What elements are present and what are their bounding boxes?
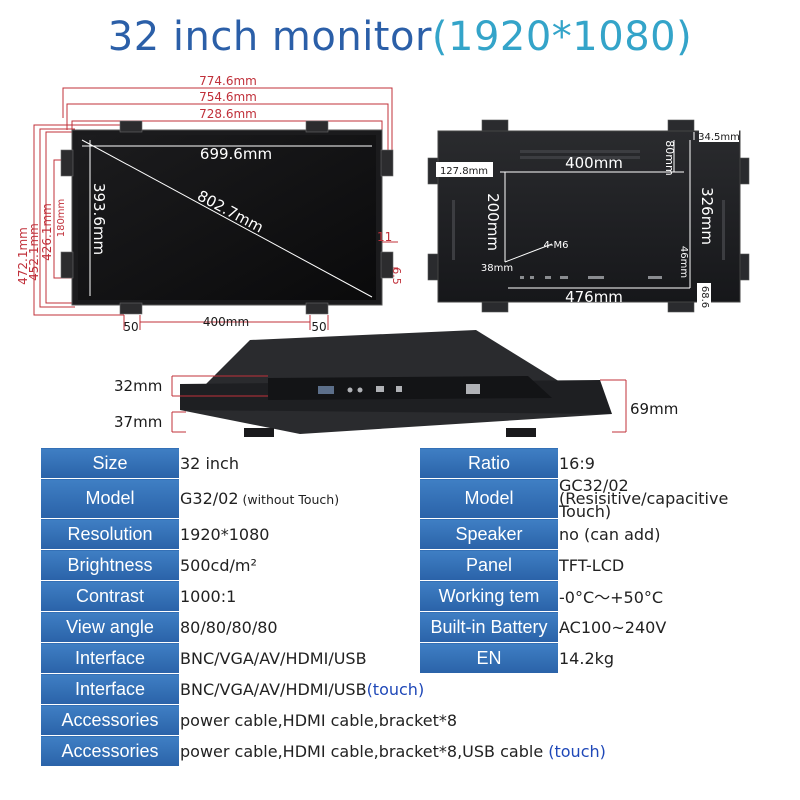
spec-label: Ratio <box>419 447 559 479</box>
touch-model-number: GC32/02 <box>559 476 629 495</box>
spec-label: Accessories <box>40 704 180 736</box>
screen-width: 699.6mm <box>200 145 272 163</box>
spec-value: 80/80/80/80 <box>179 611 411 643</box>
spec-label: Model <box>40 478 180 519</box>
spec-label: Speaker <box>419 518 559 550</box>
bottom-dim-right: 50 <box>311 320 326 334</box>
front-height-180: 180mm <box>56 199 67 238</box>
title-resolution: (1920*1080) <box>431 14 693 60</box>
spec-value: -0°C～+50°C <box>558 580 763 612</box>
side-dim-32: 32mm <box>114 377 162 395</box>
back-68-dim: 68.6 <box>699 286 710 308</box>
spec-value-wide: power cable,HDMI cable,bracket*8,USB cab… <box>179 735 763 767</box>
column-gap <box>410 642 420 674</box>
table-row: Accessories power cable,HDMI cable,brack… <box>40 735 763 767</box>
spec-table: Size 32 inch Ratio 16:9 Model G32/02 (wi… <box>40 447 763 767</box>
table-row: Contrast 1000:1 Working tem -0°C～+50°C <box>40 580 763 612</box>
spec-label: Built-in Battery <box>419 611 559 643</box>
table-row: Size 32 inch Ratio 16:9 <box>40 447 763 479</box>
spec-label: Resolution <box>40 518 180 550</box>
screw-spec: 4-M6 <box>544 240 569 251</box>
spec-value: 16:9 <box>558 447 763 479</box>
spec-label: Brightness <box>40 549 180 581</box>
side-dim-37: 37mm <box>114 413 162 431</box>
title-main: 32 inch monitor <box>107 14 432 60</box>
spec-label: EN <box>419 642 559 674</box>
spec-value: GC32/02(Resisitive/capacitive Touch) <box>558 476 763 521</box>
spec-value: BNC/VGA/AV/HDMI/USB <box>179 642 411 674</box>
model-number: G32/02 <box>180 489 239 508</box>
spec-value: 500cd/m² <box>179 549 411 581</box>
spec-label: Accessories <box>40 735 180 767</box>
accessories-list: power cable,HDMI cable,bracket*8,USB cab… <box>180 741 549 761</box>
back-height-dim: 326mm <box>698 187 716 245</box>
page-title: 32 inch monitor(1920*1080) <box>0 14 800 60</box>
front-width-774: 774.6mm <box>199 74 257 88</box>
table-row: View angle 80/80/80/80 Built-in Battery … <box>40 611 763 643</box>
column-gap <box>410 580 420 612</box>
vesa-width: 400mm <box>565 154 623 172</box>
touch-model-note: (Resisitive/capacitive Touch) <box>559 489 729 521</box>
column-gap <box>410 518 420 550</box>
back-edge-dim: 34.5mm <box>698 132 740 143</box>
spec-value: 1000:1 <box>179 580 411 612</box>
front-width-754: 754.6mm <box>199 90 257 104</box>
spec-value: 32 inch <box>179 447 411 479</box>
spec-label: Contrast <box>40 580 180 612</box>
front-width-728: 728.6mm <box>199 107 257 121</box>
column-gap <box>410 549 420 581</box>
side-dim-69: 69mm <box>630 400 678 418</box>
spec-label: Working tem <box>419 580 559 612</box>
spec-value: TFT-LCD <box>558 549 763 581</box>
spec-value-wide: power cable,HDMI cable,bracket*8 <box>179 704 763 736</box>
spec-value: AC100~240V <box>558 611 763 643</box>
spec-label: Interface <box>40 673 180 705</box>
front-height-452: 452.1mm <box>27 223 41 281</box>
column-gap <box>410 611 420 643</box>
spec-value: 1920*1080 <box>179 518 411 550</box>
touch-tag: (touch) <box>548 741 606 761</box>
back-view: 34.5mm 127.8mm 400mm 80mm 200mm 326mm 4-… <box>427 119 750 313</box>
screen-height: 393.6mm <box>90 183 108 255</box>
bottom-dim-left: 50 <box>123 320 138 334</box>
bracket-dim-11: 11 <box>377 230 392 244</box>
back-46-dim: 46mm <box>678 246 689 278</box>
column-gap <box>410 447 420 479</box>
front-height-426: 426.1mm <box>40 203 54 261</box>
back-38-dim: 38mm <box>481 263 513 274</box>
table-row: Accessories power cable,HDMI cable,brack… <box>40 704 763 736</box>
spec-label: View angle <box>40 611 180 643</box>
spec-label: Size <box>40 447 180 479</box>
side-view: 32mm 37mm 69mm <box>114 330 678 437</box>
spec-value: no (can add) <box>558 518 763 550</box>
table-row: Interface BNC/VGA/AV/HDMI/USB(touch) <box>40 673 763 705</box>
interface-list: BNC/VGA/AV/HDMI/USB <box>180 679 367 699</box>
bottom-dim-mid: 400mm <box>203 315 249 329</box>
back-left-dim: 127.8mm <box>440 166 488 177</box>
table-row: Resolution 1920*1080 Speaker no (can add… <box>40 518 763 550</box>
spec-value: G32/02 (without Touch) <box>179 478 411 519</box>
spec-label: Panel <box>419 549 559 581</box>
table-row: Interface BNC/VGA/AV/HDMI/USB EN 14.2kg <box>40 642 763 674</box>
back-top-dim: 80mm <box>663 140 676 175</box>
spec-label: Interface <box>40 642 180 674</box>
dimension-drawings: 774.6mm 754.6mm 728.6mm 472.1mm 452.1mm … <box>16 74 750 437</box>
spec-value: 14.2kg <box>558 642 763 674</box>
spec-value-wide: BNC/VGA/AV/HDMI/USB(touch) <box>179 673 763 705</box>
model-note: (without Touch) <box>238 492 340 507</box>
front-view: 774.6mm 754.6mm 728.6mm 472.1mm 452.1mm … <box>16 74 403 334</box>
bracket-dim-6-5: 6.5 <box>390 267 403 285</box>
column-gap <box>410 478 420 519</box>
vesa-height: 200mm <box>484 193 502 251</box>
spec-label: Model <box>419 478 559 519</box>
front-height-472: 472.1mm <box>16 227 30 285</box>
table-row: Model G32/02 (without Touch) Model GC32/… <box>40 476 763 521</box>
touch-tag: (touch) <box>366 679 425 699</box>
table-row: Brightness 500cd/m² Panel TFT-LCD <box>40 549 763 581</box>
back-bottom-dim: 476mm <box>565 288 623 306</box>
